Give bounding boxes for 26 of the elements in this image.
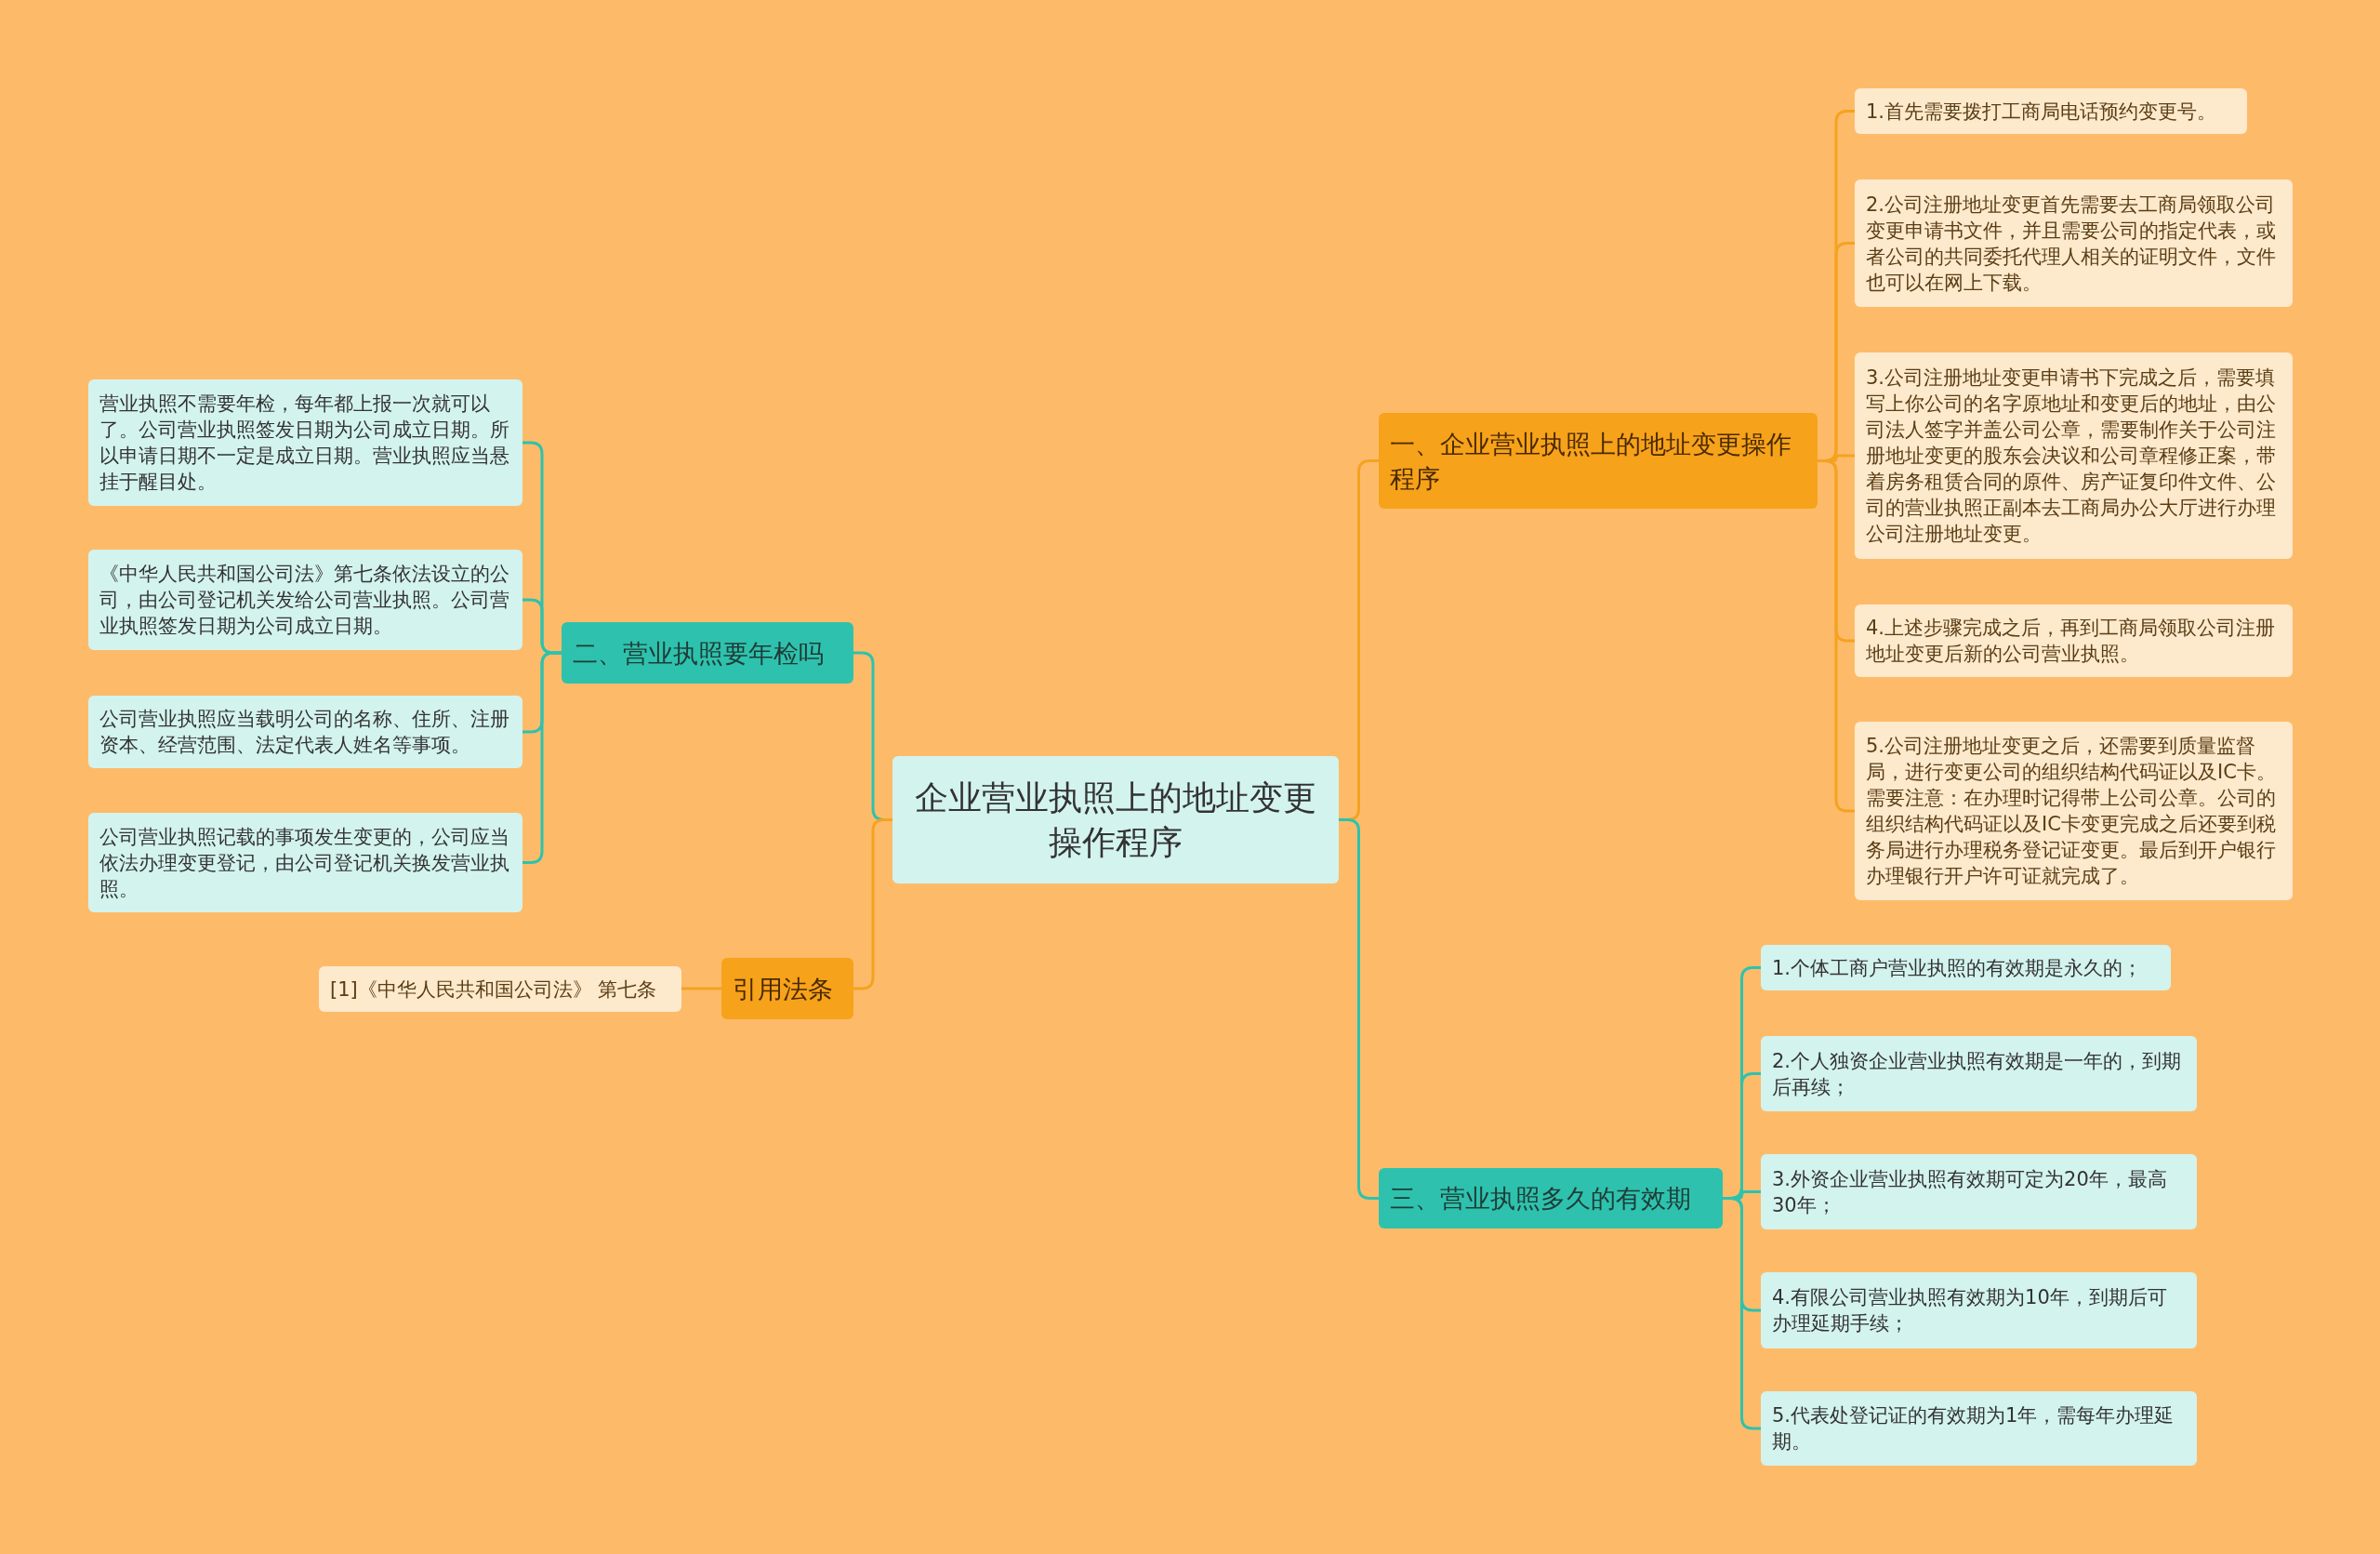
leaf-topic: 3.外资企业营业执照有效期可定为20年，最高30年；: [1761, 1154, 2197, 1229]
connector-line: [1818, 459, 1855, 813]
connector-line: [853, 818, 892, 990]
leaf-topic: 2.个人独资企业营业执照有效期是一年的，到期后再续；: [1761, 1036, 2197, 1111]
leaf-topic: 5.公司注册地址变更之后，还需要到质量监督局，进行变更公司的组织结构代码证以及IC卡。需要注意：在办理时记得带上公司公章。公司的组织结构代码证以及IC卡变更完成之后还要到税务局进行办理税务登记证变更。最后到开户银行办理银行开户许可证就完成了。: [1855, 722, 2293, 900]
leaf-topic: 1.个体工商户营业执照的有效期是永久的；: [1761, 945, 2171, 990]
connector-line: [1723, 1197, 1761, 1430]
leaf-topic: 公司营业执照记载的事项发生变更的，公司应当依法办理变更登记，由公司登记机关换发营业执照。: [88, 813, 522, 912]
leaf-topic: 《中华人民共和国公司法》第七条依法设立的公司，由公司登记机关发给公司营业执照。公司营业执照签发日期为公司成立日期。: [88, 550, 522, 650]
leaf-topic: 2.公司注册地址变更首先需要去工商局领取公司变更申请书文件，并且需要公司的指定代表，或者公司的共同委托代理人相关的证明文件，文件也可以在网上下载。: [1855, 179, 2293, 307]
connector-line: [1339, 818, 1379, 1200]
leaf-topic: 1.首先需要拨打工商局电话预约变更号。: [1855, 88, 2247, 134]
leaf-topic: 3.公司注册地址变更申请书下完成之后，需要填写上你公司的名字原地址和变更后的地址，由公司法人签字并盖公司公章，需要制作关于公司注册地址变更的股东会决议和公司章程修正案，带着房务租赁合同的原件、房产证复印件文件、公司的营业执照正副本去工商局办公大厅进行办理公司注册地址变更。: [1855, 352, 2293, 559]
branch-topic: 三、营业执照多久的有效期: [1379, 1168, 1723, 1229]
leaf-topic: [1]《中华人民共和国公司法》 第七条: [319, 966, 681, 1012]
connector-line: [681, 987, 721, 990]
leaf-topic: 4.有限公司营业执照有效期为10年，到期后可办理延期手续；: [1761, 1272, 2197, 1348]
branch-topic: 二、营业执照要年检吗: [562, 622, 853, 684]
leaf-topic: 营业执照不需要年检，每年都上报一次就可以了。公司营业执照签发日期为公司成立日期。所以申请日期不一定是成立日期。营业执照应当悬挂于醒目处。: [88, 379, 522, 506]
leaf-topic: 5.代表处登记证的有效期为1年，需每年办理延期。: [1761, 1391, 2197, 1466]
branch-topic: 引用法条: [721, 958, 853, 1019]
leaf-topic: 公司营业执照应当载明公司的名称、住所、注册资本、经营范围、法定代表人姓名等事项。: [88, 696, 522, 768]
branch-topic: 一、企业营业执照上的地址变更操作程序: [1379, 413, 1818, 509]
central-topic: 企业营业执照上的地址变更操作程序: [892, 756, 1339, 883]
leaf-topic: 4.上述步骤完成之后，再到工商局领取公司注册地址变更后新的公司营业执照。: [1855, 604, 2293, 677]
connector-line: [522, 651, 562, 864]
